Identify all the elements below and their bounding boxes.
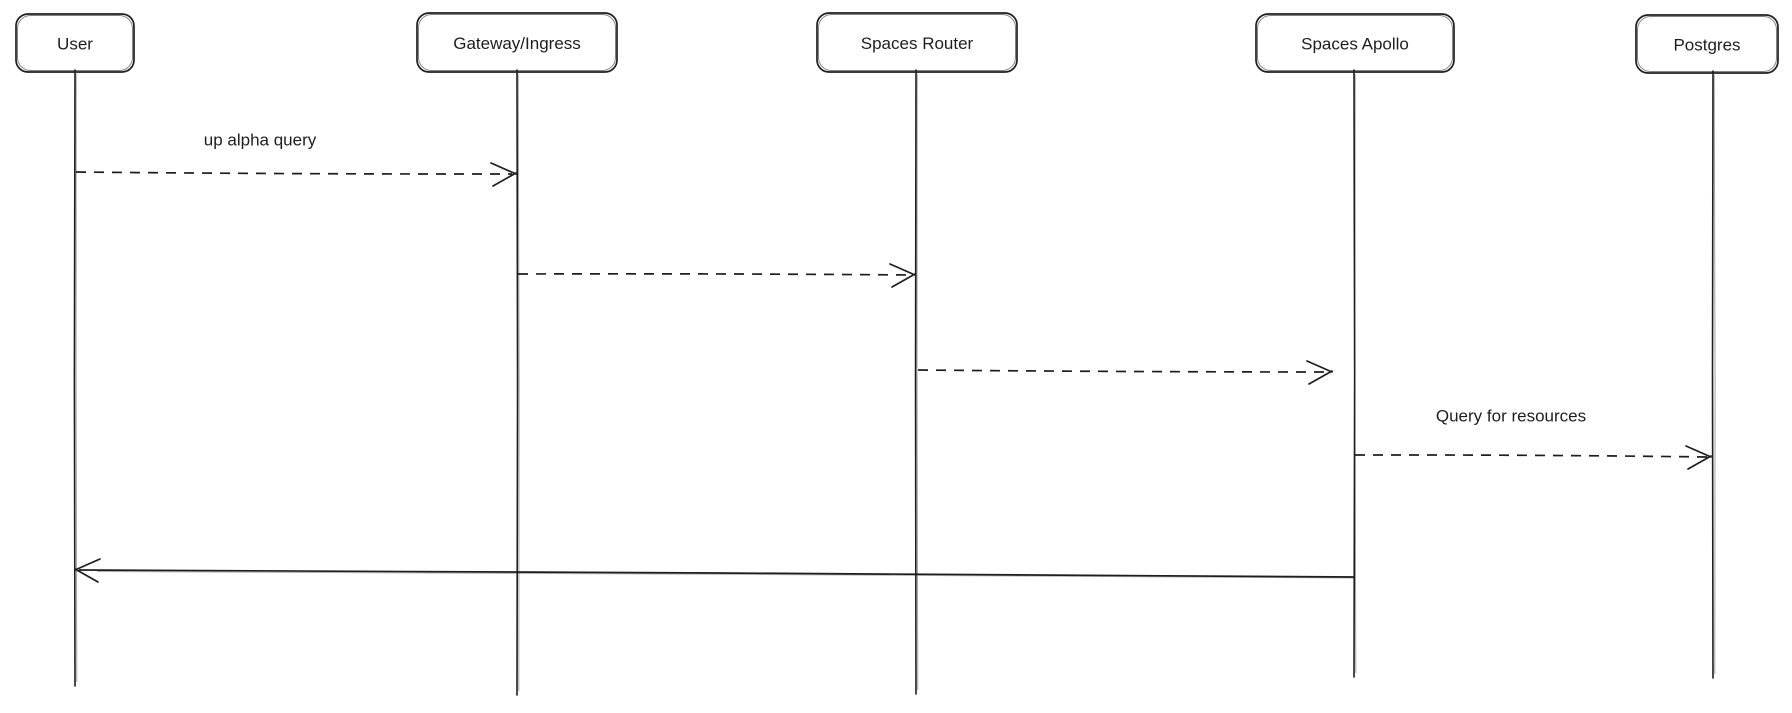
- actor-box-inner-stroke: [418, 14, 616, 71]
- lifeline-user: [73, 69, 76, 687]
- lifeline-echo-postgres: [1713, 74, 1716, 675]
- actor-label-postgres: Postgres: [1673, 36, 1740, 55]
- lifeline-postgres: [1711, 70, 1714, 679]
- message-line: [917, 369, 1329, 373]
- message-spaces-apollo-to-user: [74, 558, 1355, 583]
- message-label: Query for resources: [1436, 407, 1586, 426]
- arrowhead-right-icon: [1685, 445, 1712, 470]
- actor-label-gateway-ingress: Gateway/Ingress: [453, 34, 581, 53]
- message-spaces-router-to-spaces-apollo: [917, 360, 1333, 385]
- message-user-to-gateway-ingress: up alpha query: [75, 131, 517, 187]
- arrowhead-right-icon: [889, 263, 916, 288]
- actor-box: [1635, 14, 1779, 74]
- actor-box-inner-stroke: [1637, 16, 1777, 72]
- actor-box: [416, 12, 618, 73]
- actor-label-spaces-router: Spaces Router: [861, 34, 974, 53]
- actor-spaces-router: Spaces Router: [816, 12, 1018, 695]
- actor-postgres: Postgres: [1635, 14, 1779, 679]
- actor-box-inner-stroke: [1257, 15, 1453, 71]
- arrowhead-left-icon: [74, 558, 101, 583]
- actor-box: [15, 13, 135, 73]
- lifeline-echo-gateway-ingress: [517, 73, 520, 692]
- lifeline-spaces-apollo: [1353, 69, 1356, 678]
- lifeline-echo-user: [75, 73, 78, 683]
- arrowhead-right-icon: [1306, 360, 1333, 385]
- arrowhead-right-icon: [490, 162, 517, 187]
- message-line: [75, 171, 513, 175]
- message-gateway-ingress-to-spaces-router: [517, 263, 916, 288]
- message-label: up alpha query: [204, 131, 317, 150]
- actor-label-spaces-apollo: Spaces Apollo: [1301, 35, 1409, 54]
- message-line: [1354, 454, 1708, 458]
- message-line: [517, 272, 912, 276]
- lifeline-echo-spaces-router: [916, 73, 919, 691]
- actor-box: [1255, 13, 1455, 73]
- actor-box-inner-stroke: [17, 15, 133, 71]
- actor-box-inner-stroke: [818, 14, 1016, 71]
- message-line-echo: [96, 571, 1355, 579]
- message-line: [78, 569, 1355, 578]
- actor-box: [816, 12, 1018, 73]
- actor-user: User: [15, 13, 135, 687]
- actor-gateway-ingress: Gateway/Ingress: [416, 12, 618, 696]
- actor-spaces-apollo: Spaces Apollo: [1255, 13, 1455, 678]
- lifeline-gateway-ingress: [516, 69, 519, 696]
- actor-label-user: User: [57, 35, 93, 54]
- message-spaces-apollo-to-postgres: Query for resources: [1354, 407, 1712, 470]
